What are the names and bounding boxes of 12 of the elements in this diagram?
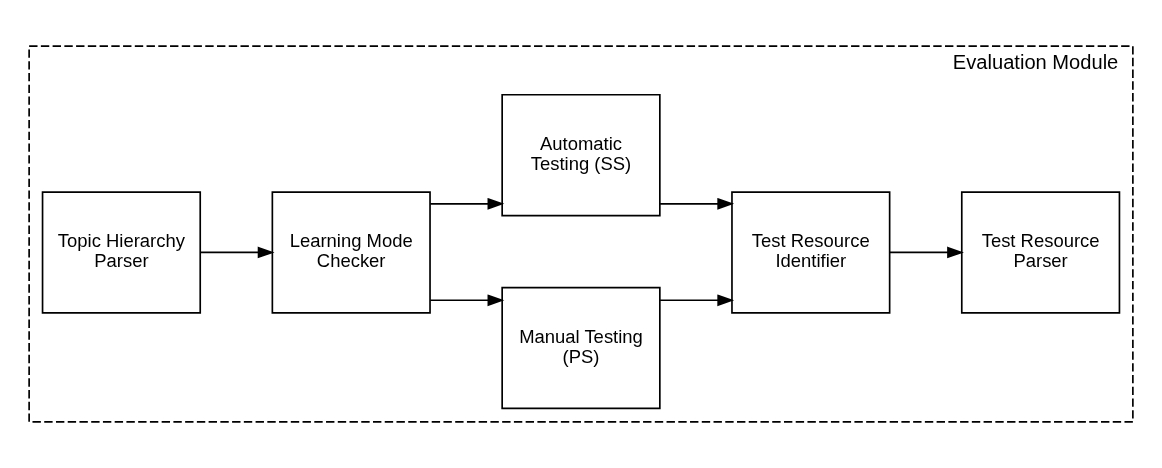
node-box: Test Resource Identifier bbox=[731, 191, 891, 314]
arrow bbox=[429, 294, 505, 307]
node-box: Test Resource Parser bbox=[960, 191, 1121, 314]
arrow bbox=[429, 197, 505, 210]
node-box: Topic Hierarchy Parser bbox=[41, 191, 202, 314]
arrow bbox=[659, 294, 735, 307]
arrow bbox=[889, 246, 964, 259]
arrow bbox=[659, 197, 735, 210]
node-box: Learning Mode Checker bbox=[271, 191, 431, 314]
node-box: Automatic Testing (SS) bbox=[501, 93, 661, 217]
arrow bbox=[199, 246, 275, 259]
node-box: Manual Testing (PS) bbox=[501, 286, 661, 410]
